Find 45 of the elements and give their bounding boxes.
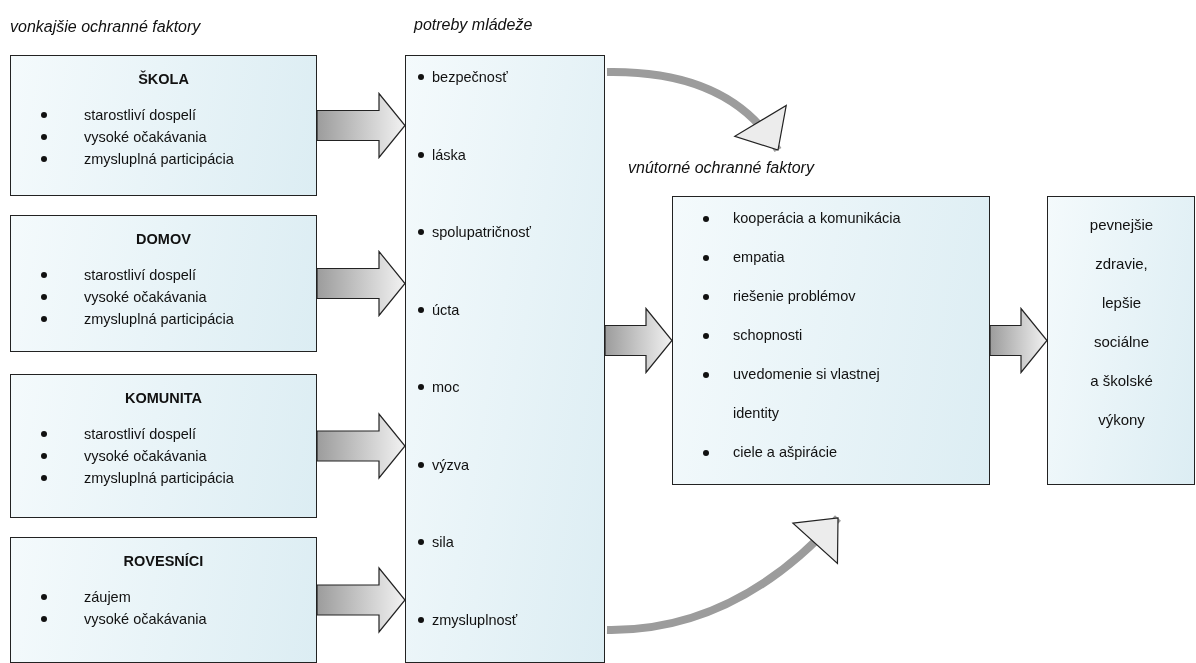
block-arrow [989, 306, 1048, 375]
curved-arrow [606, 68, 785, 153]
list-item: starostliví dospelí [84, 106, 197, 124]
list-item: vysoké očakávania [84, 128, 207, 146]
column-heading: potreby mládeže [414, 16, 533, 34]
list-item: riešenie problémov [733, 287, 857, 306]
list-item: zmysluplná participácia [84, 310, 234, 328]
list-item: úcta [432, 300, 460, 319]
text-box [1047, 196, 1195, 485]
list-item: láska [432, 145, 466, 164]
text-box [10, 215, 317, 352]
list-item: vysoké očakávania [84, 610, 207, 628]
list-item: starostliví dospelí [84, 266, 197, 284]
list-item: moc [432, 378, 460, 396]
column-heading: vonkajšie ochranné faktory [10, 18, 201, 36]
list-item: zmysluplná participácia [84, 150, 234, 168]
block-arrow [316, 412, 406, 480]
text-box [10, 374, 317, 518]
text-box [10, 537, 317, 663]
group-heading: DOMOV [135, 230, 192, 248]
block-arrow [316, 566, 406, 634]
list-item: vysoké očakávania [84, 288, 207, 306]
block-arrow [316, 91, 406, 160]
group-heading: ROVESNÍCI [122, 552, 205, 570]
list-item: záujem [84, 588, 131, 606]
list-item: starostliví dospelí [84, 425, 197, 443]
group-heading: ŠKOLA [137, 70, 190, 88]
text-box [10, 55, 317, 196]
list-item: bezpečnosť [432, 68, 508, 86]
result-text: pevnejšie zdravie, lepšie sociálne a školské výkony [1089, 215, 1154, 430]
block-arrow [604, 306, 673, 375]
list-item: ciele a ašpirácie [733, 443, 838, 462]
column-heading: vnútorné ochranné faktory [628, 159, 814, 177]
list-item: kooperácia a komunikácia [733, 209, 902, 228]
list-item: sila [432, 533, 454, 551]
list-item: vysoké očakávania [84, 447, 207, 465]
list-item: schopnosti [733, 326, 804, 345]
group-heading: KOMUNITA [123, 389, 204, 407]
list-item: spolupatričnosť [432, 223, 531, 241]
list-item: empatia [733, 248, 786, 267]
list-item: zmysluplná participácia [84, 469, 234, 487]
curved-arrow [606, 515, 841, 634]
block-arrow [316, 249, 406, 318]
list-item: zmysluplnosť [432, 610, 518, 629]
list-item: výzva [432, 455, 470, 474]
